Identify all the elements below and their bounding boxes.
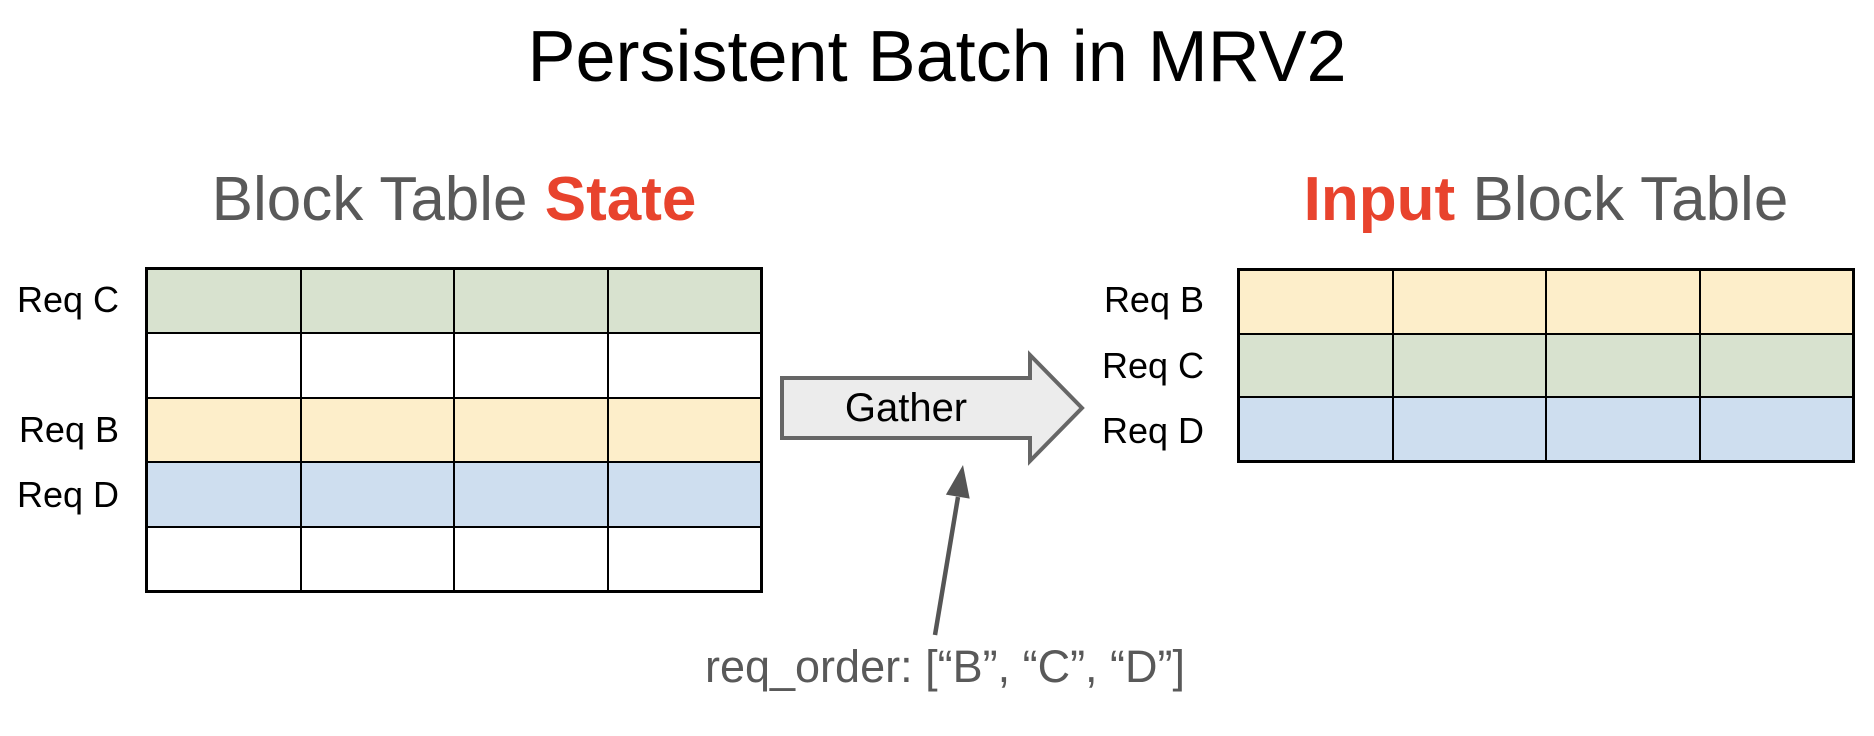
row-label: Req D xyxy=(1101,409,1204,451)
table-row xyxy=(1239,397,1853,462)
table-cell xyxy=(607,333,761,398)
table-cell xyxy=(1392,270,1546,334)
table-cell xyxy=(1546,270,1700,334)
right-table-header: Input Block Table xyxy=(1196,164,1874,235)
req-order-up-arrow-icon xyxy=(932,465,970,636)
table-cell xyxy=(454,269,608,334)
table-cell xyxy=(607,269,761,334)
left-table-header: Block Table State xyxy=(104,164,804,235)
table-cell xyxy=(147,333,301,398)
table-cell xyxy=(1392,333,1546,398)
table-cell xyxy=(1239,397,1393,462)
table-cell xyxy=(1392,397,1546,462)
table-cell xyxy=(300,462,454,527)
table-cell xyxy=(1699,270,1853,334)
row-label: Req C xyxy=(1101,344,1204,386)
gather-arrow-label: Gather xyxy=(844,386,968,430)
table-cell xyxy=(454,397,608,463)
table-cell xyxy=(607,526,761,592)
row-label: Req B xyxy=(1103,279,1204,321)
table-cell xyxy=(1546,397,1700,462)
table-row xyxy=(1239,270,1853,334)
table-row xyxy=(147,397,761,463)
table-cell xyxy=(1239,270,1393,334)
table-cell xyxy=(147,462,301,527)
table-row xyxy=(147,333,761,398)
table-cell xyxy=(147,269,301,334)
table-cell xyxy=(454,526,608,592)
left-header-accent: State xyxy=(544,165,697,234)
table-cell xyxy=(147,397,301,463)
table-cell xyxy=(1699,397,1853,462)
block-table-state xyxy=(145,267,763,593)
table-cell xyxy=(300,333,454,398)
right-header-plain: Block Table xyxy=(1455,165,1789,234)
table-cell xyxy=(1546,333,1700,398)
table-row xyxy=(1239,333,1853,398)
slide-title: Persistent Batch in MRV2 xyxy=(527,17,1347,97)
table-cell xyxy=(300,269,454,334)
gather-right-arrow-icon xyxy=(780,350,1085,466)
row-label: Req D xyxy=(16,474,119,516)
table-cell xyxy=(300,397,454,463)
row-label: Req C xyxy=(16,278,119,320)
table-row xyxy=(147,526,761,592)
req-order-annotation: req_order: [“B”, “C”, “D”] xyxy=(704,641,1186,692)
table-cell xyxy=(454,462,608,527)
table-cell xyxy=(454,333,608,398)
table-cell xyxy=(300,526,454,592)
table-row xyxy=(147,462,761,527)
table-cell xyxy=(1699,333,1853,398)
table-cell xyxy=(607,462,761,527)
row-label: Req B xyxy=(18,409,119,450)
left-header-plain: Block Table xyxy=(211,165,545,234)
input-block-table xyxy=(1237,268,1855,463)
left-table-row-labels: Req C Req B Req D xyxy=(0,267,127,593)
table-cell xyxy=(1239,333,1393,398)
right-header-accent: Input xyxy=(1303,165,1456,234)
table-row xyxy=(147,269,761,334)
right-table-row-labels: Req B Req C Req D xyxy=(1080,268,1212,463)
table-cell xyxy=(607,397,761,463)
table-cell xyxy=(147,526,301,592)
